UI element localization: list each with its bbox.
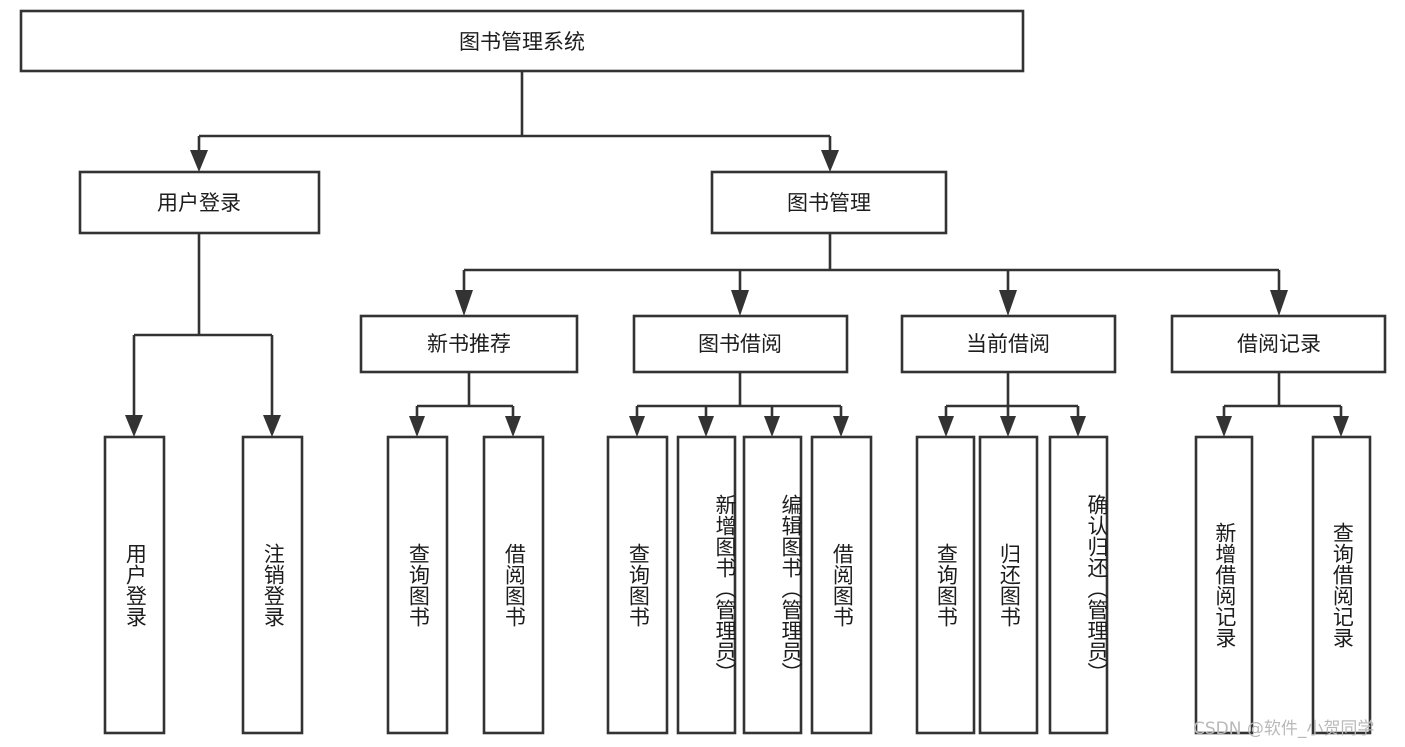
node-leaf-query-book-3-box[interactable] <box>915 435 976 735</box>
node-user-login[interactable]: 用户登录 <box>78 170 321 235</box>
arrowhead-user-login <box>190 150 208 172</box>
node-leaf-add-book-box[interactable] <box>676 435 737 735</box>
arrowhead-new-book-recommend <box>455 290 473 316</box>
node-borrow-record-box[interactable] <box>1170 314 1387 374</box>
arrowhead-leaf-borrow-book-2 <box>833 416 849 437</box>
node-leaf-return-book-box[interactable] <box>978 435 1039 735</box>
arrowhead-current-borrow <box>999 290 1017 316</box>
node-book-borrow[interactable]: 图书借阅 <box>632 314 849 374</box>
node-leaf-borrow-book-1-box[interactable] <box>482 435 545 735</box>
arrowhead-book-borrow <box>731 290 749 316</box>
node-book-manage-box[interactable] <box>710 170 948 235</box>
node-borrow-record-label: 借阅记录 <box>1237 332 1321 356</box>
node-book-borrow-label: 图书借阅 <box>698 332 782 356</box>
arrowhead-leaf-query-book-3 <box>938 416 954 437</box>
arrowhead-leaf-confirm-return <box>1070 416 1086 437</box>
node-leaf-user-login-box[interactable] <box>103 435 166 735</box>
node-current-borrow[interactable]: 当前借阅 <box>900 314 1117 374</box>
node-leaf-query-record-box[interactable] <box>1311 435 1372 735</box>
arrowhead-leaf-edit-book <box>764 416 780 437</box>
connectors-group <box>125 71 1349 437</box>
arrowhead-borrow-record <box>1270 290 1288 316</box>
node-leaf-borrow-book-2-box[interactable] <box>810 435 873 735</box>
arrowhead-leaf-return-book <box>1000 416 1016 437</box>
node-book-manage[interactable]: 图书管理 <box>710 170 948 235</box>
arrowhead-leaf-query-record <box>1333 416 1349 437</box>
arrowhead-leaf-add-record <box>1216 416 1232 437</box>
node-new-book-recommend-box[interactable] <box>359 314 579 374</box>
node-borrow-record[interactable]: 借阅记录 <box>1170 314 1387 374</box>
node-root[interactable]: 图书管理系统 <box>19 9 1025 73</box>
node-leaf-logout-login-box[interactable] <box>241 435 304 735</box>
node-book-manage-label: 图书管理 <box>787 191 871 215</box>
arrowhead-leaf-query-book-2 <box>629 416 645 437</box>
arrowhead-leaf-user-login <box>125 415 143 437</box>
node-current-borrow-box[interactable] <box>900 314 1117 374</box>
arrowhead-leaf-query-book-1 <box>409 416 425 437</box>
arrowhead-book-manage <box>821 150 839 172</box>
node-book-borrow-box[interactable] <box>632 314 849 374</box>
node-leaf-edit-book-box[interactable] <box>742 435 803 735</box>
node-leaf-query-book-1-box[interactable] <box>386 435 449 735</box>
watermark-text: CSDN @软件_小贺同学 <box>1193 719 1375 739</box>
node-new-book-recommend-label: 新书推荐 <box>427 332 511 356</box>
node-user-login-box[interactable] <box>78 170 321 235</box>
node-new-book-recommend[interactable]: 新书推荐 <box>359 314 579 374</box>
node-leaf-confirm-return-box[interactable] <box>1048 435 1109 735</box>
node-leaf-add-record-box[interactable] <box>1194 435 1254 735</box>
arrowhead-leaf-borrow-book-1 <box>505 416 521 437</box>
node-user-login-label: 用户登录 <box>157 191 241 215</box>
node-leaf-query-book-2-box[interactable] <box>606 435 669 735</box>
node-root-label: 图书管理系统 <box>459 30 585 54</box>
arrowhead-leaf-add-book <box>698 416 714 437</box>
node-current-borrow-label: 当前借阅 <box>966 332 1050 356</box>
arrowhead-leaf-logout-login <box>263 415 281 437</box>
node-root-box[interactable] <box>19 9 1025 73</box>
